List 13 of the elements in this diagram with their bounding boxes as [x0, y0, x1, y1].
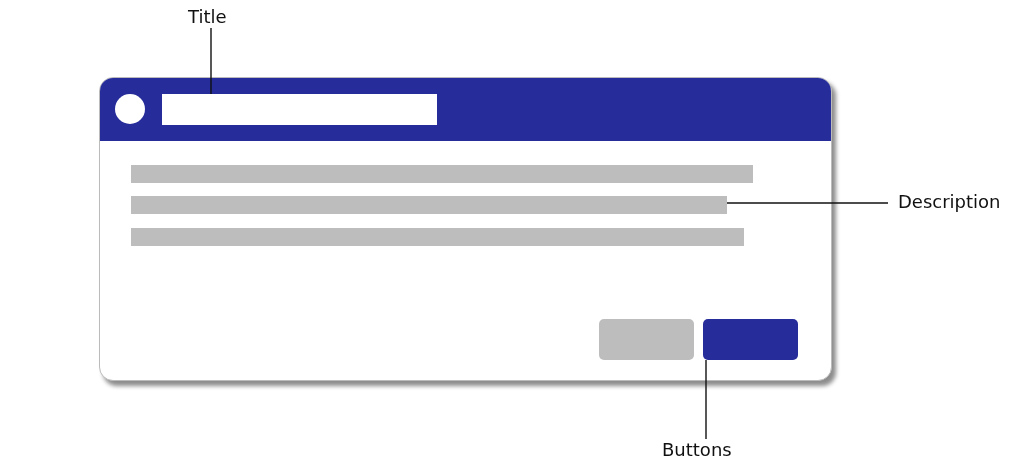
dialog-button: [703, 319, 798, 360]
callout-label: Title: [188, 6, 236, 28]
text-placeholder-bar: [131, 196, 727, 214]
callout-label: Buttons: [662, 439, 740, 461]
text-placeholder-bar: [131, 228, 744, 246]
dialog-window: [99, 77, 832, 381]
leader-line: [210, 27, 212, 95]
dialog-button: [599, 319, 694, 360]
text-placeholder-bar: [131, 165, 753, 183]
leader-line: [726, 202, 889, 204]
text-placeholder-bar: [162, 94, 437, 125]
callout-label: Description: [898, 191, 1016, 213]
leader-line: [705, 359, 707, 440]
